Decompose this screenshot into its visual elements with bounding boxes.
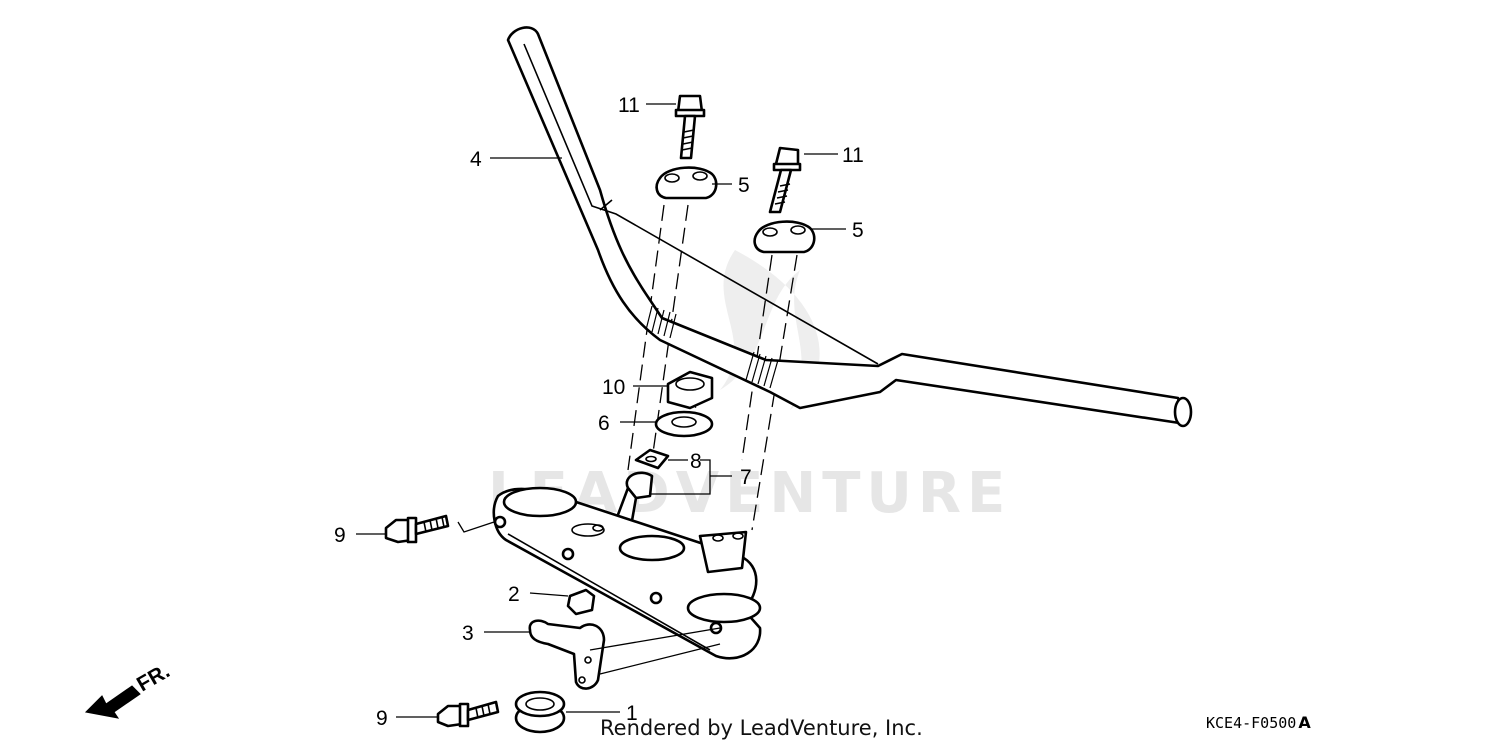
callout-9[interactable]: 9	[376, 707, 388, 730]
callout-5[interactable]: 5	[738, 174, 750, 197]
callout-2[interactable]: 2	[508, 583, 520, 606]
front-label: FR.	[133, 659, 174, 696]
render-credit: Rendered by LeadVenture, Inc.	[600, 716, 923, 740]
nut[interactable]	[666, 370, 714, 410]
holder-bolt-left[interactable]	[674, 94, 706, 160]
front-arrow: FR.	[84, 659, 174, 719]
callouts: 11 11 4 5 5 10 6 8 7 9 2 3 9 1	[334, 94, 864, 730]
top-bridge[interactable]	[492, 486, 762, 660]
holder-bolt-right[interactable]	[768, 146, 802, 214]
cable-guide-bracket[interactable]	[528, 619, 606, 690]
leader-lines	[356, 103, 846, 718]
watermark: LEADVENTURE	[488, 250, 1005, 526]
callout-3[interactable]: 3	[462, 622, 474, 645]
knurl-right	[745, 351, 779, 389]
callout-8[interactable]: 8	[690, 450, 702, 473]
callout-7[interactable]: 7	[740, 466, 752, 489]
callout-11[interactable]: 11	[842, 144, 864, 167]
callout-10[interactable]: 10	[602, 376, 625, 399]
washer[interactable]	[654, 410, 714, 438]
lock-plate[interactable]	[634, 448, 670, 470]
callout-6[interactable]: 6	[598, 412, 610, 435]
callout-4[interactable]: 4	[470, 148, 482, 171]
diagram-code-text: KCE4-F0500	[1206, 714, 1297, 732]
flange-bolt-upper[interactable]	[384, 514, 495, 544]
handlebar[interactable]	[506, 26, 1193, 428]
callout-11[interactable]: 11	[618, 94, 640, 117]
callout-5[interactable]: 5	[852, 219, 864, 242]
grommet[interactable]	[514, 690, 566, 734]
callout-1[interactable]: 1	[626, 702, 638, 725]
upper-holder-right[interactable]	[753, 220, 816, 254]
revision-letter: A	[1298, 713, 1311, 732]
knurl-left	[645, 305, 677, 339]
flange-bolt-lower[interactable]	[436, 700, 500, 728]
callout-9[interactable]: 9	[334, 524, 346, 547]
upper-holder-left[interactable]	[655, 166, 718, 200]
small-clip[interactable]	[566, 588, 596, 616]
